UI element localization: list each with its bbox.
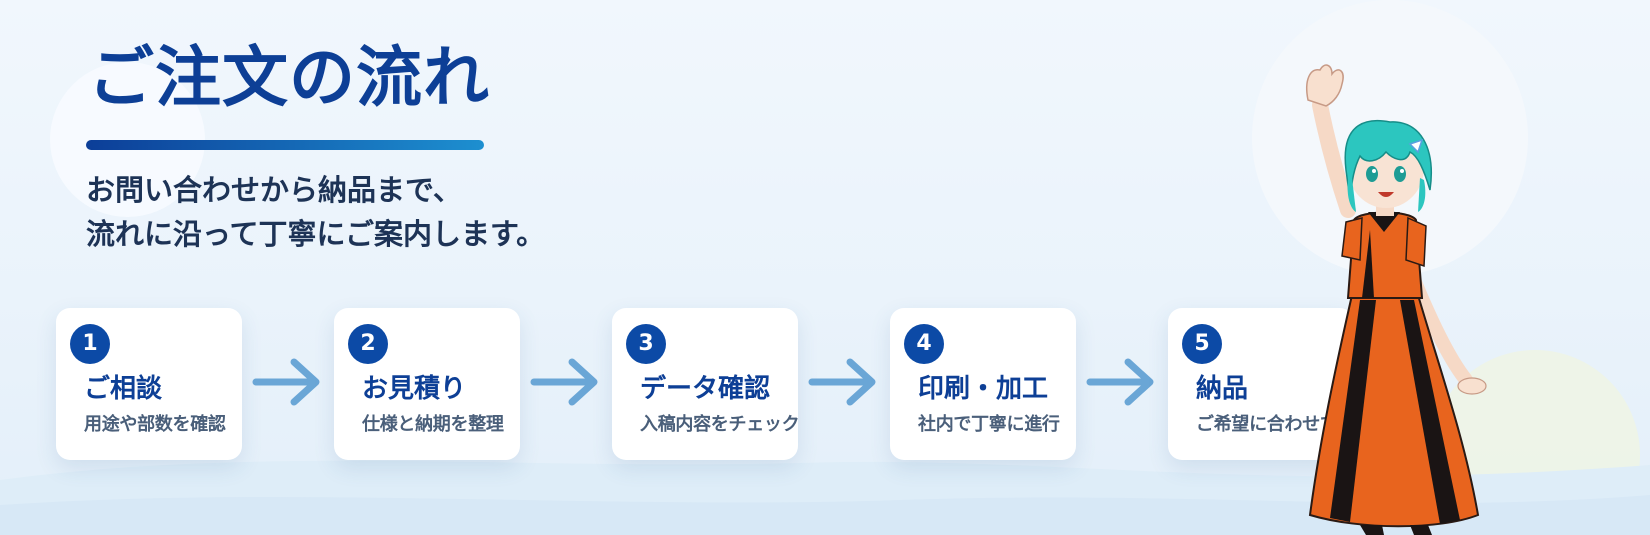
mascot-character-illustration	[1306, 64, 1487, 535]
arrow-right-icon	[530, 358, 598, 406]
step-description: 入稿内容をチェック	[640, 414, 800, 435]
subtitle-line: 流れに沿って丁寧にご案内します。	[86, 217, 546, 251]
step-card-consultation: 1 ご相談 用途や部数を確認	[56, 308, 242, 460]
arrow-right-icon	[1086, 358, 1154, 406]
page-subtitle: お問い合わせから納品まで、 流れに沿って丁寧にご案内します。	[86, 168, 545, 256]
arrow-right-icon	[808, 358, 876, 406]
step-title: 印刷・加工	[918, 374, 1049, 404]
step-number-badge: 1	[70, 324, 110, 364]
step-card-data-check: 3 データ確認 入稿内容をチェック	[612, 308, 800, 460]
step-number-badge: 5	[1182, 324, 1222, 364]
step-description: 仕様と納期を整理	[362, 414, 504, 435]
step-card-estimate: 2 お見積り 仕様と納期を整理	[334, 308, 520, 460]
step-number-badge: 3	[626, 324, 666, 364]
page-title: ご注文の流れ	[88, 39, 490, 116]
arrow-right-icon	[252, 358, 320, 406]
decorative-wave	[0, 460, 1650, 535]
decorative-circle	[50, 62, 205, 217]
step-description: 用途や部数を確認	[84, 414, 226, 435]
step-number-badge: 4	[904, 324, 944, 364]
step-title: ご相談	[84, 374, 163, 404]
step-description: ご希望に合わせて	[1196, 414, 1338, 435]
step-card-printing: 4 印刷・加工 社内で丁寧に進行	[890, 308, 1076, 460]
step-title: データ確認	[640, 374, 771, 404]
step-number-badge: 2	[348, 324, 388, 364]
step-title: 納品	[1196, 374, 1249, 404]
title-underline	[86, 140, 484, 150]
subtitle-line: お問い合わせから納品まで、	[86, 173, 462, 207]
step-description: 社内で丁寧に進行	[918, 414, 1060, 435]
step-title: お見積り	[362, 374, 467, 404]
